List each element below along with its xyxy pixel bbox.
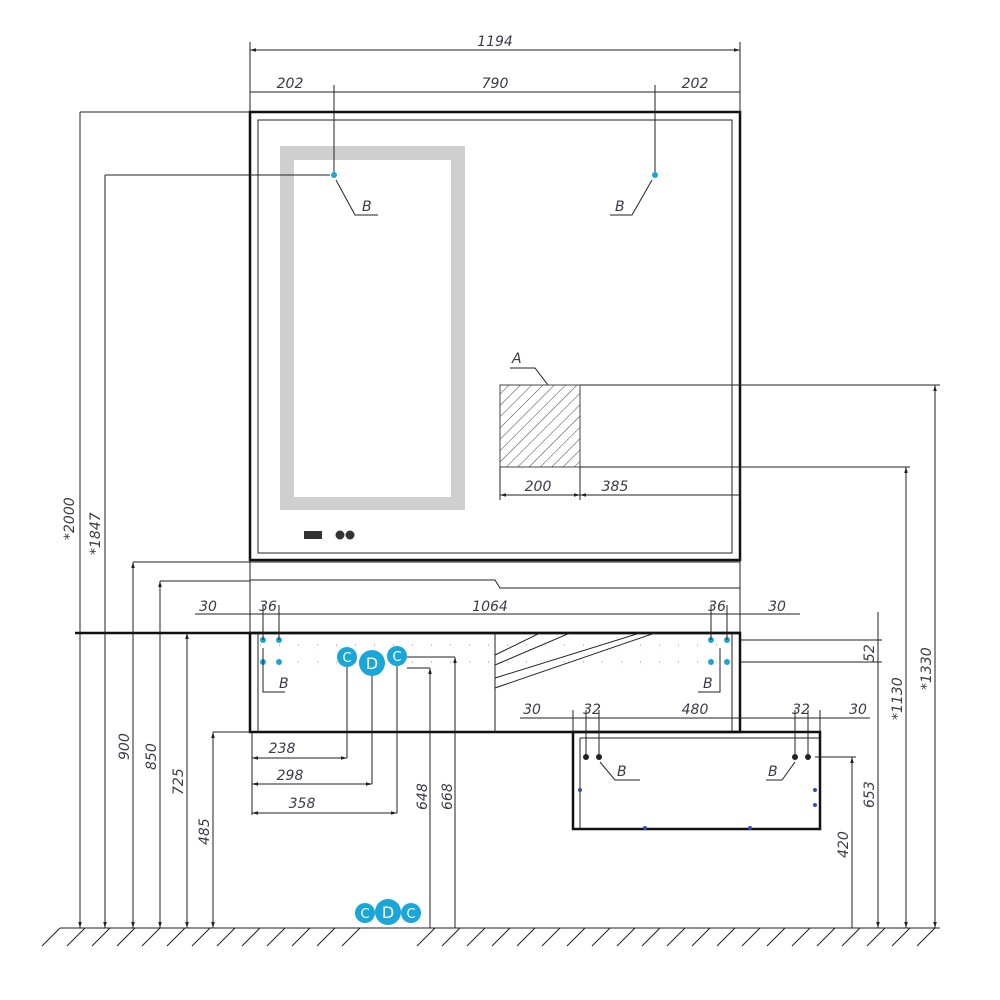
dimension-label: 298 (277, 768, 304, 784)
dimension-label: C (360, 907, 369, 922)
outlet-markers: C D C 238 298 358 648 668 C D C (251, 646, 457, 928)
drawer-unit (571, 730, 822, 831)
floor-line (41, 927, 940, 947)
drawer-dimensions: 30 32 480 32 30 B B 420 653 (520, 702, 878, 928)
dimension-label: 30 (199, 599, 217, 615)
top-dimensions: 1194 202 790 202 B B A (249, 34, 741, 386)
dimension-label: 648 (415, 783, 431, 810)
outlet-c-left-marker (337, 647, 357, 667)
dimension-label: 36 (708, 599, 726, 615)
dimension-label: C (406, 907, 415, 922)
mirror (248, 110, 742, 562)
dimension-label: 202 (277, 76, 304, 92)
dimension-label: 30 (768, 599, 786, 615)
dimension-label: B (279, 676, 289, 692)
dimension-label: *1847 (88, 512, 104, 555)
dimension-label: 238 (269, 741, 296, 757)
dimension-label: B (703, 676, 713, 692)
height-dimensions: *2000 *1847 900 850 725 485 *1130 *1330 (62, 111, 940, 928)
cabinet-dimensions: 30 36 1064 36 30 52 B B (195, 599, 882, 928)
dimension-label: D (382, 903, 394, 922)
hatch-dimensions: 200 385 (499, 467, 741, 500)
touch-controls-icon (304, 530, 355, 540)
dimension-label: 480 (682, 702, 709, 718)
dimension-label: C (392, 650, 401, 665)
dimension-label: 202 (682, 76, 709, 92)
dimension-label: 358 (289, 796, 316, 812)
dimension-label: 32 (583, 702, 601, 718)
dimension-label: 668 (440, 783, 456, 810)
dimension-label: 900 (117, 733, 133, 760)
dimension-label: 653 (862, 781, 878, 808)
dimension-label: C (342, 651, 351, 666)
drain-d-marker (359, 650, 385, 676)
dimension-label: 30 (523, 702, 541, 718)
dimension-label: 420 (836, 831, 852, 858)
dimension-label: A (511, 351, 522, 367)
dimension-label: 36 (259, 599, 277, 615)
dimension-label: *1130 (890, 677, 906, 720)
dimension-label: 200 (525, 479, 552, 495)
dimension-label: 1194 (477, 34, 513, 50)
dimension-label: B (615, 199, 625, 215)
dimension-label: *1330 (919, 647, 935, 690)
dimension-label: 850 (144, 743, 160, 770)
dimension-label: 32 (792, 702, 810, 718)
dimension-label: *2000 (62, 497, 78, 540)
dimension-label: 725 (171, 768, 187, 795)
hatched-zone-a (499, 384, 581, 468)
dimension-label: 485 (197, 818, 213, 845)
dimension-label: B (617, 764, 627, 780)
outlet-c-right-marker (387, 646, 407, 666)
dimension-label: 30 (849, 702, 867, 718)
dimension-label: 1064 (472, 599, 508, 615)
dimension-label: D (366, 654, 378, 673)
shelf (249, 560, 741, 633)
dimension-label: B (768, 764, 778, 780)
dimension-label: B (362, 199, 372, 215)
vanity-cabinet (248, 631, 742, 734)
dimension-label: 790 (482, 76, 509, 92)
dimension-label: 385 (602, 479, 629, 495)
dimension-label: 52 (862, 644, 878, 662)
